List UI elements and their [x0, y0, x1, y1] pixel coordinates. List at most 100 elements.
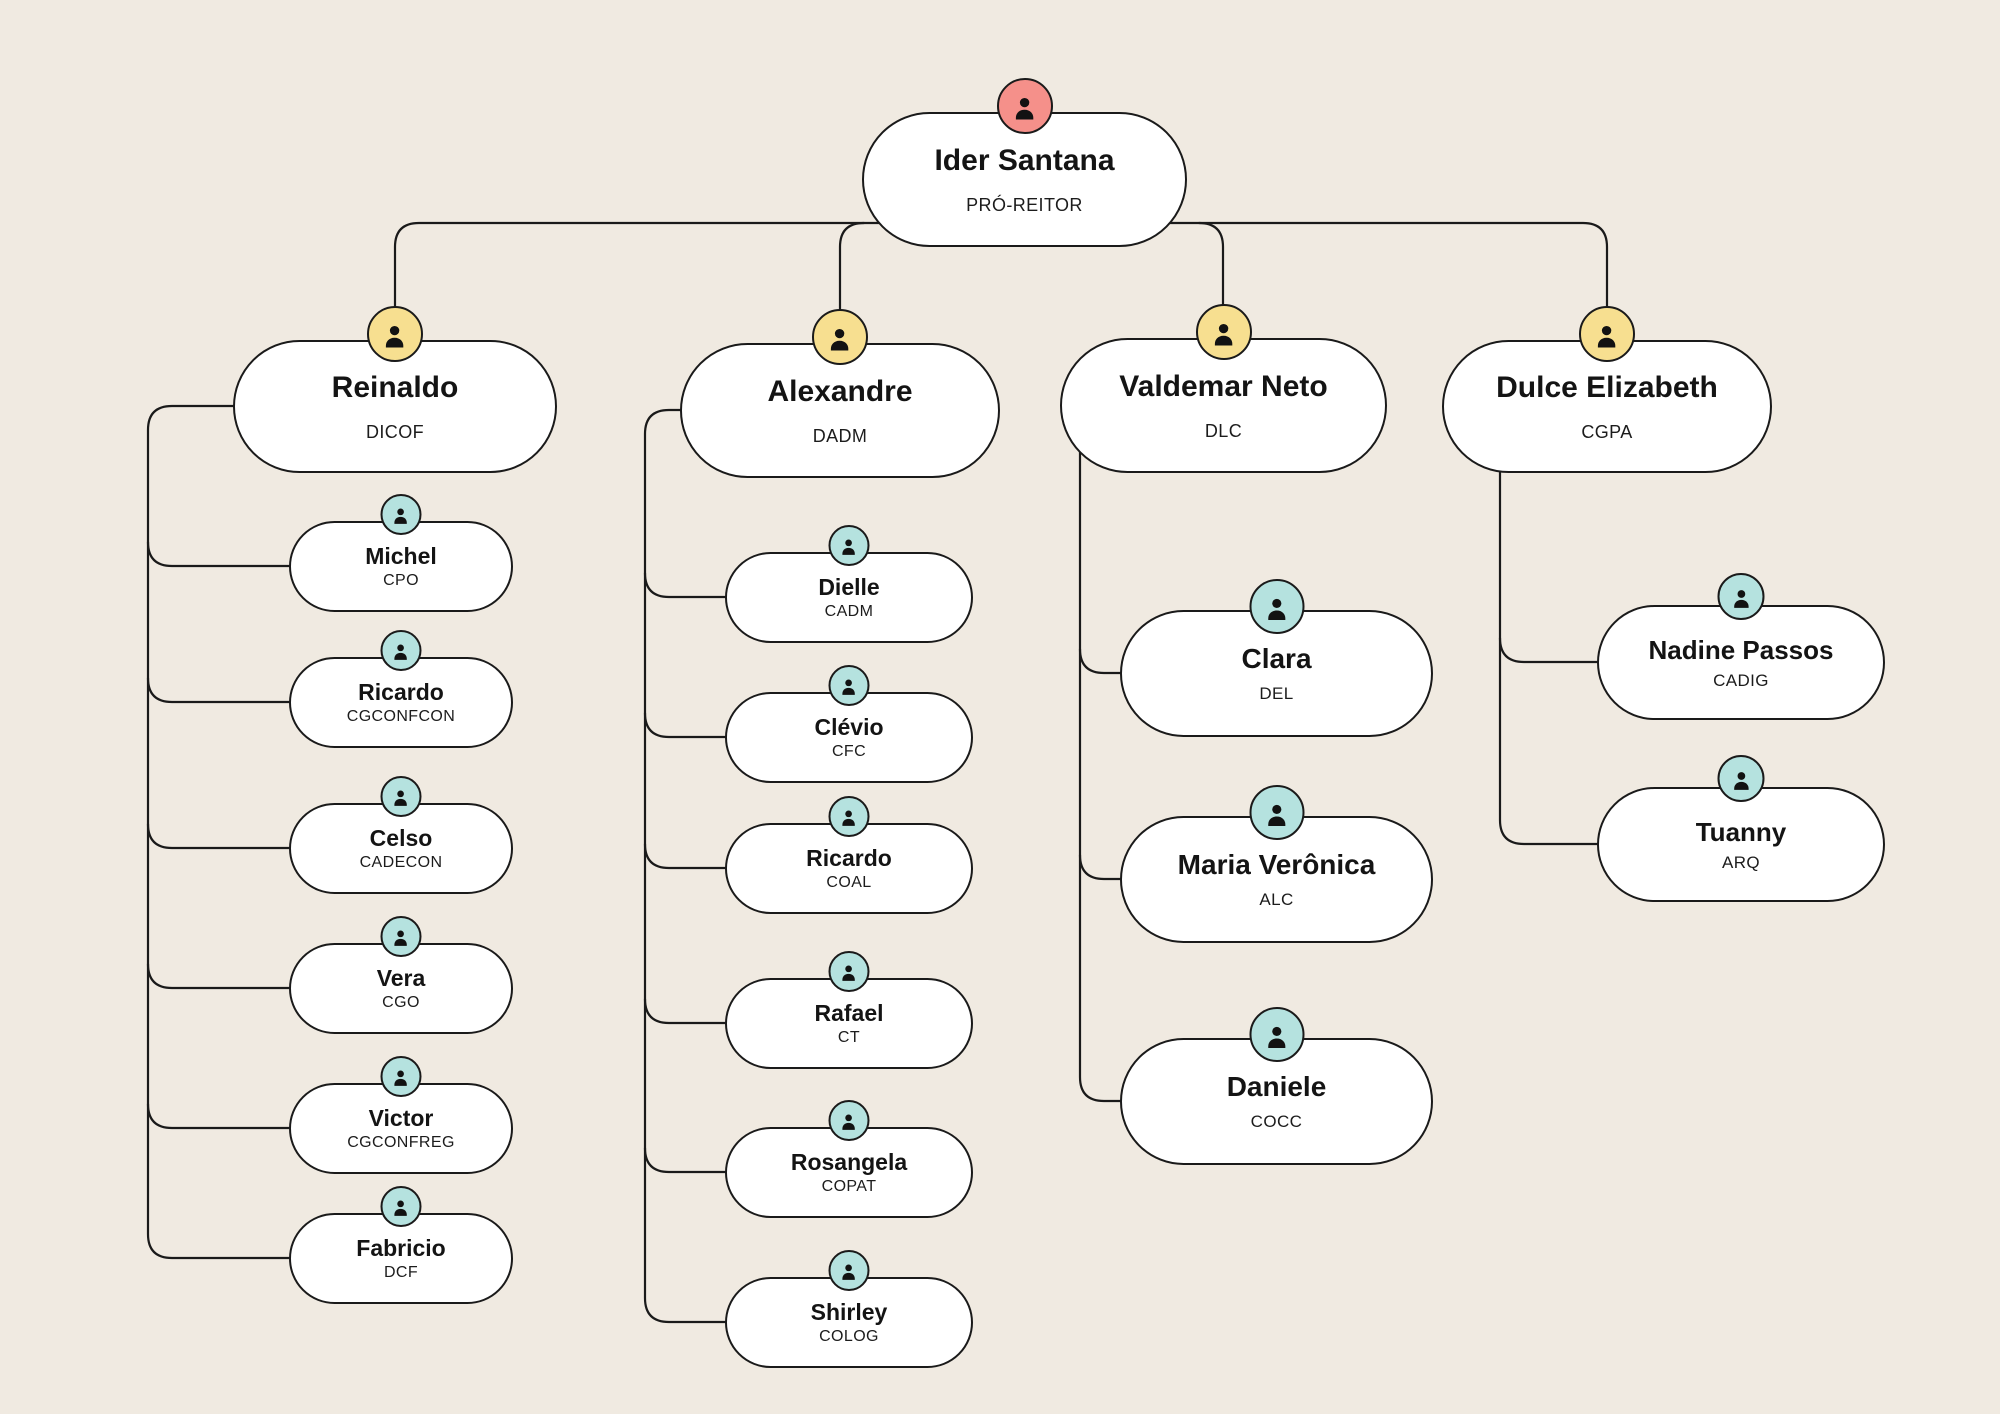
person-name: Dielle: [818, 573, 880, 600]
person-role: DEL: [1259, 684, 1294, 703]
person-role: CGPA: [1581, 421, 1633, 442]
connector-path: [1078, 853, 1152, 881]
person-role: COAL: [826, 873, 872, 891]
connector-path: [146, 1102, 312, 1130]
person-avatar-icon: [828, 796, 870, 837]
person-role: PRÓ-REITOR: [966, 194, 1083, 215]
person-icon: [842, 679, 856, 696]
person-role: CGCONFREG: [347, 1133, 455, 1151]
person-name: Fabricio: [356, 1234, 446, 1261]
person-name: Ider Santana: [934, 143, 1115, 177]
connector-path: [1498, 438, 1627, 846]
person-name: Clara: [1241, 643, 1312, 674]
person-icon: [842, 810, 856, 827]
person-icon: [1733, 589, 1749, 608]
person-icon: [394, 1070, 408, 1087]
person-icon: [394, 930, 408, 947]
person-role: ALC: [1259, 890, 1294, 909]
person-avatar-icon: [812, 309, 868, 365]
connector-path: [146, 540, 312, 568]
connector-path: [643, 1146, 747, 1174]
person-role: DCF: [383, 1263, 419, 1281]
person-name: Celso: [369, 824, 433, 851]
person-name: Daniele: [1226, 1071, 1327, 1102]
person-role: CT: [837, 1028, 861, 1046]
person-icon: [842, 539, 856, 556]
person-role: COPAT: [821, 1177, 877, 1195]
person-name: Michel: [365, 542, 437, 569]
person-avatar-icon: [380, 494, 422, 535]
person-icon: [394, 644, 408, 661]
person-avatar-icon: [828, 1250, 870, 1291]
person-avatar-icon: [828, 951, 870, 992]
connector-path: [643, 711, 747, 739]
connector-path: [838, 221, 866, 317]
person-icon: [394, 1200, 408, 1217]
person-role: ARQ: [1721, 852, 1761, 872]
person-avatar-icon: [1717, 755, 1765, 802]
person-name: Rafael: [814, 999, 884, 1026]
connector-path: [1078, 438, 1152, 1103]
connector-path: [643, 997, 747, 1025]
connector-path: [146, 676, 312, 704]
connector-path: [1498, 636, 1627, 664]
person-avatar-icon: [380, 630, 422, 671]
person-avatar-icon: [1195, 304, 1252, 360]
connector-path: [643, 408, 747, 1324]
person-name: Nadine Passos: [1648, 634, 1834, 665]
person-role: CPO: [383, 571, 419, 589]
person-role: DADM: [812, 425, 868, 446]
person-avatar-icon: [1249, 579, 1304, 634]
person-avatar-icon: [380, 776, 422, 817]
person-name: Vera: [376, 964, 426, 991]
person-icon: [831, 328, 849, 351]
person-name: Shirley: [810, 1298, 888, 1325]
connector-path: [643, 571, 747, 599]
person-avatar-icon: [380, 1056, 422, 1097]
person-icon: [1267, 1026, 1286, 1048]
person-role: CGO: [382, 993, 420, 1011]
person-role: CADM: [824, 602, 874, 620]
person-avatar-icon: [1717, 573, 1765, 620]
person-icon: [1733, 771, 1749, 790]
person-avatar-icon: [1249, 785, 1304, 840]
person-avatar-icon: [996, 78, 1053, 134]
person-avatar-icon: [380, 1186, 422, 1227]
person-name: Clévio: [814, 713, 884, 740]
person-role: CADIG: [1713, 670, 1769, 690]
person-avatar-icon: [828, 665, 870, 706]
person-avatar-icon: [1579, 306, 1635, 362]
person-role: DICOF: [366, 421, 424, 442]
connector-path: [393, 221, 942, 317]
person-name: Ricardo: [806, 844, 892, 871]
person-icon: [1214, 323, 1233, 346]
person-name: Reinaldo: [331, 370, 459, 404]
person-avatar-icon: [380, 916, 422, 957]
person-icon: [394, 790, 408, 807]
person-name: Alexandre: [767, 374, 913, 408]
person-name: Dulce Elizabeth: [1496, 370, 1718, 404]
person-role: COCC: [1250, 1112, 1303, 1131]
person-role: COLOG: [819, 1327, 879, 1345]
connector-path: [1197, 221, 1225, 317]
connector-path: [1078, 647, 1152, 675]
